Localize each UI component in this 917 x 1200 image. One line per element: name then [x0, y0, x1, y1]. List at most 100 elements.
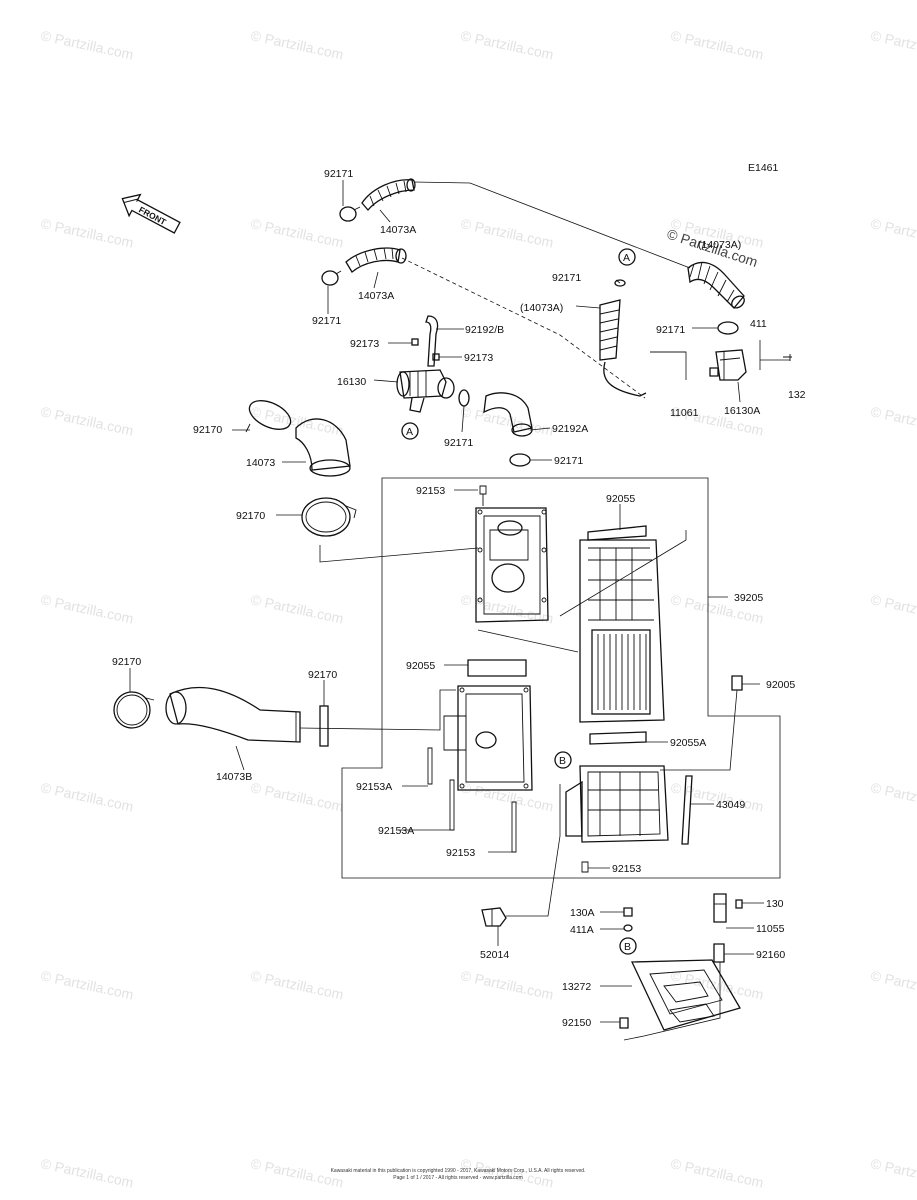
label-92153A: 92153A	[356, 781, 392, 793]
hose-92192B	[425, 315, 439, 367]
hose-14073A-top	[361, 178, 416, 212]
lead-92150	[623, 962, 721, 1041]
label-411A: 411A	[570, 924, 594, 936]
svg-text:A: A	[623, 252, 630, 264]
bolt-92153A-a	[427, 747, 433, 785]
label-411: 411	[750, 318, 767, 330]
label-92192B: 92192/B	[465, 324, 504, 336]
clamp-92170-b	[301, 497, 357, 537]
watermark-text: © Partzilla.com	[869, 967, 917, 1002]
plate-13272	[630, 959, 741, 1031]
label-92173: 92173	[464, 352, 493, 364]
clamp-92170-d	[319, 705, 329, 747]
watermark-text: © Partzilla.com	[39, 215, 135, 250]
label-92173: 92173	[350, 338, 379, 350]
bolt-92153-top	[479, 485, 487, 506]
watermark-text: © Partzilla.com	[39, 591, 135, 626]
label-92170: 92170	[112, 656, 141, 668]
callout-a-valve: A	[401, 422, 419, 440]
lead-92005	[660, 689, 738, 771]
label-92153: 92153	[416, 485, 445, 497]
gasket-92055-left	[467, 659, 527, 677]
plug-92005	[731, 675, 743, 691]
watermark-text: © Partzilla.com	[39, 27, 135, 62]
housing-right-lower	[565, 765, 669, 843]
clamp-92170-a	[245, 400, 292, 433]
svg-text:B: B	[624, 941, 631, 953]
label-52014: 52014	[480, 949, 509, 961]
watermark-text: © Partzilla.com	[459, 27, 555, 62]
watermark-text: © Partzilla.com	[249, 403, 345, 438]
watermark-text: © Partzilla.com	[459, 779, 555, 814]
valve-16130	[396, 369, 455, 413]
label-92150: 92150	[562, 1017, 591, 1029]
clamp-92170-c	[113, 691, 155, 729]
lead-52014	[506, 784, 561, 917]
rod-43049	[681, 775, 693, 845]
label-132: 132	[788, 389, 806, 401]
label-92055A: 92055A	[670, 737, 706, 749]
label-92153: 92153	[446, 847, 475, 859]
label-92171: 92171	[552, 272, 581, 284]
sleeve-92160	[713, 943, 725, 963]
bolt-92153A-b	[449, 779, 455, 831]
connector-line-dashed	[401, 257, 646, 399]
bolt-92153-bottom	[581, 861, 589, 873]
assembly-box-39205	[341, 477, 781, 879]
label-14073: 14073	[246, 457, 275, 469]
elbow-14073	[295, 418, 351, 477]
label-92160: 92160	[756, 949, 785, 961]
gasket-92055-top	[587, 525, 647, 541]
label-92192A: 92192A	[552, 423, 588, 435]
watermark-layer: © Partzilla.com © Partzilla.com © Partzill…	[39, 27, 917, 1190]
footer-page: Page 1 of 1 / 2017 - All rights reserved…	[393, 1175, 523, 1181]
label-130A: 130A	[570, 907, 595, 919]
housing-left-lower	[443, 685, 533, 791]
watermark-text: © Partzilla.com	[869, 779, 917, 814]
label-92170: 92170	[236, 510, 265, 522]
part-labels: 92171 14073A 14073A 92171 92171 (14073A)…	[112, 168, 806, 1029]
callout-b-housing: B	[554, 751, 572, 769]
svg-text:A: A	[406, 426, 413, 438]
gasket-92055A	[589, 731, 647, 745]
watermark-text: © Partzilla.com	[459, 967, 555, 1002]
watermark-text: © Partzilla.com	[669, 967, 765, 1002]
watermark-text: © Partzilla.com	[869, 27, 917, 62]
hose-14073A-middle	[599, 279, 647, 397]
watermark-text: © Partzilla.com	[869, 1155, 917, 1190]
footer-copyright: Kawasaki material in this publication is…	[331, 1168, 586, 1174]
watermark-text: © Partzilla.com	[669, 27, 765, 62]
label-14073A-paren: (14073A)	[520, 302, 563, 314]
hose-14073B	[165, 686, 301, 743]
connector-line-top	[413, 181, 691, 269]
label-92171: 92171	[324, 168, 353, 180]
bolt-130A	[623, 907, 633, 917]
hose-14073A-right	[687, 261, 745, 309]
clamp-92171-top	[339, 206, 361, 222]
lead-92170-b	[319, 545, 479, 563]
label-14073B: 14073B	[216, 771, 252, 783]
bolt-92150	[619, 1017, 629, 1029]
watermark-text: © Partzilla.com	[869, 591, 917, 626]
label-92153A: 92153A	[378, 825, 414, 837]
clamp-92171-lower	[509, 453, 531, 467]
watermark-text: © Partzilla.com	[669, 1155, 765, 1190]
label-14073A: 14073A	[380, 224, 416, 236]
watermark-text: © Partzilla.com	[249, 967, 345, 1002]
label-14073A: 14073A	[358, 290, 394, 302]
watermark-text: © Partzilla.com	[459, 215, 555, 250]
front-arrow-icon: FRONT	[121, 193, 181, 234]
bracket-16130A	[709, 349, 747, 381]
bolt-92153-low	[511, 801, 517, 853]
label-92005: 92005	[766, 679, 795, 691]
label-11055: 11055	[756, 923, 785, 935]
bolt-130	[735, 899, 743, 909]
svg-text:B: B	[559, 755, 566, 767]
label-92170: 92170	[308, 669, 337, 681]
washer-411A	[623, 924, 633, 932]
label-92153: 92153	[612, 863, 641, 875]
diagram-code: E1461	[748, 162, 779, 174]
label-13272: 13272	[562, 981, 591, 993]
screw-132	[783, 354, 792, 361]
